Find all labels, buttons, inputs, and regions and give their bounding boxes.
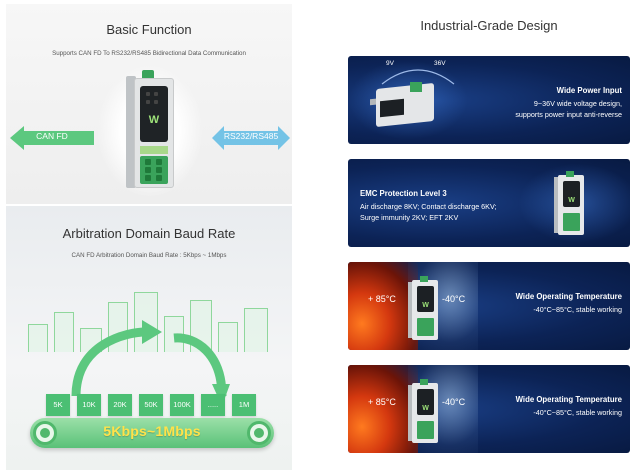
baud-rate-belt: 5Kbps~1Mbps [30,418,274,448]
rs232-rs485-label: RS232/RS485 [223,131,279,141]
chip-100k: 100K [170,394,194,416]
card-desc-line-2: Surge immunity 2KV; EFT 2KV [360,213,459,222]
basic-function-panel: Basic Function Supports CAN FD To RS232/… [6,4,292,204]
device-image: W [408,276,438,340]
din-rail [126,76,136,188]
card-heading: Wide Operating Temperature [515,292,622,301]
signal-terminal [140,156,168,184]
chip-10k: 10K [77,394,101,416]
voltage-arc-graphic [381,69,455,85]
status-leds [146,92,162,108]
left-column: Basic Function Supports CAN FD To RS232/… [6,4,292,470]
cold-temp-label: -40°C [442,294,466,304]
brand-logo: W [148,114,160,126]
can-fd-label: CAN FD [36,131,68,141]
basic-function-subtitle: Supports CAN FD To RS232/RS485 Bidirecti… [52,50,246,57]
voltage-mark-36v: 36V [434,60,446,67]
baud-rate-chips: 5K 10K 20K 50K 100K ..... 1M [46,394,260,418]
device-label [140,146,168,154]
chip-20k: 20K [108,394,132,416]
heat-graphic [348,262,418,350]
card-desc-line-1: -40°C~85°C, stable working [533,305,622,314]
device-image-horizontal [370,78,436,128]
card-desc-line-1: -40°C~85°C, stable working [533,408,622,417]
card-heading: Wide Power Input [556,86,622,95]
card-operating-temperature-2: + 85°C -40°C W Wide Operating Temperatur… [348,365,630,453]
card-wide-power-input: 9V 36V Wide Power Input 9~36V wide volta… [348,56,630,144]
baud-rate-title: Arbitration Domain Baud Rate [62,226,236,241]
baud-rate-subtitle: CAN FD Arbitration Domain Baud Rate : 5K… [71,252,227,259]
rs232-rs485-arrow: RS232/RS485 [212,126,290,150]
card-desc-line-1: Air discharge 8KV; Contact discharge 6KV… [360,202,497,211]
power-terminal [142,70,154,80]
belt-wheel-left [33,421,57,445]
device-image: W [554,171,584,235]
hot-temp-label: + 85°C [368,294,396,304]
card-desc-line-2: supports power input anti-reverse [515,110,622,119]
voltage-mark-9v: 9V [386,60,394,67]
card-heading: Wide Operating Temperature [515,395,622,404]
cycle-arrows-graphic [71,320,230,404]
cold-temp-label: -40°C [442,397,466,407]
card-desc-line-1: 9~36V wide voltage design, [533,99,622,108]
card-operating-temperature: + 85°C -40°C W Wide Operating Temperatur… [348,262,630,350]
heat-graphic [348,365,418,453]
baud-rate-range: 5Kbps~1Mbps [103,423,201,439]
hot-temp-label: + 85°C [368,397,396,407]
card-heading: EMC Protection Level 3 [360,189,447,198]
chip-1m: 1M [232,394,256,416]
device-image: W [408,379,438,443]
industrial-design-title: Industrial-Grade Design [420,18,558,33]
can-fd-arrow: CAN FD [10,126,94,150]
chip-ellipsis: ..... [201,394,225,416]
chip-50k: 50K [139,394,163,416]
card-emc-protection: EMC Protection Level 3 Air discharge 8KV… [348,159,630,247]
converter-device-image: W [126,70,174,190]
basic-function-title: Basic Function [106,22,192,37]
belt-wheel-right [247,421,271,445]
chip-5k: 5K [46,394,70,416]
